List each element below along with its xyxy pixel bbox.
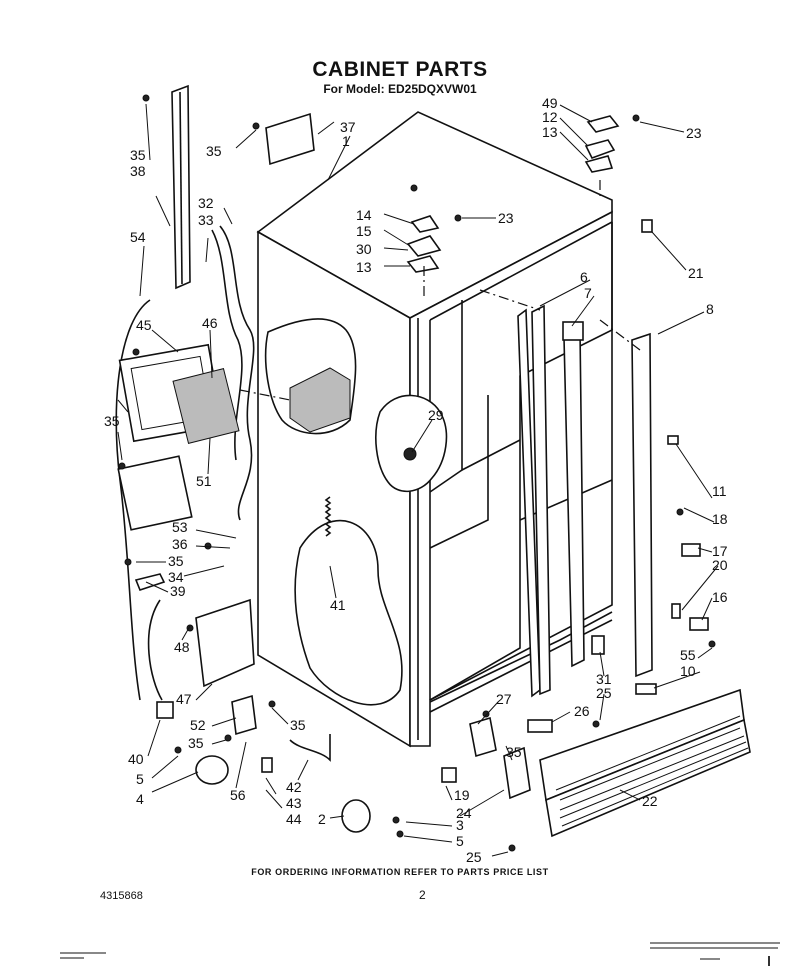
ordering-note: FOR ORDERING INFORMATION REFER TO PARTS … — [251, 867, 549, 877]
callout-17: 17 — [712, 543, 728, 559]
callout-38: 38 — [130, 163, 146, 179]
callout-27: 27 — [496, 691, 512, 707]
callout-22: 22 — [642, 793, 658, 809]
callout-29: 29 — [428, 407, 444, 423]
callout-34: 34 — [168, 569, 184, 585]
callout-11: 11 — [712, 483, 727, 499]
wiring-and-heaters — [115, 225, 255, 719]
callout-32: 32 — [198, 195, 214, 211]
fine-print-right — [650, 942, 780, 966]
callout-4: 4 — [136, 791, 144, 807]
callout-labels: 49 12 13 23 37 1 35 35 38 32 33 14 15 30… — [104, 95, 728, 865]
page-number: 2 — [419, 888, 426, 902]
lower-components — [195, 635, 751, 838]
callout-35: 35 — [104, 413, 120, 429]
hinge-parts — [265, 112, 620, 273]
callout-35: 35 — [506, 744, 522, 760]
model-subtitle: For Model: ED25DQXVW01 — [323, 82, 477, 96]
trim-strips — [171, 84, 653, 698]
callout-31: 31 — [596, 671, 612, 687]
callout-46: 46 — [202, 315, 218, 331]
callout-13: 13 — [542, 124, 558, 140]
callout-25: 25 — [596, 685, 612, 701]
callout-24: 24 — [456, 805, 472, 821]
callout-39: 39 — [170, 583, 186, 599]
cabinet-body — [256, 111, 613, 748]
hardware — [118, 94, 716, 852]
callout-35: 35 — [130, 147, 146, 163]
callout-35: 35 — [206, 143, 222, 159]
callout-41: 41 — [330, 597, 346, 613]
callout-42: 42 — [286, 779, 302, 795]
callout-5: 5 — [136, 771, 144, 787]
callout-8: 8 — [706, 301, 714, 317]
callout-43: 43 — [286, 795, 302, 811]
callout-12: 12 — [542, 109, 558, 125]
document-number: 4315868 — [100, 890, 143, 902]
callout-44: 44 — [286, 811, 302, 827]
callout-23: 23 — [498, 210, 514, 226]
callout-48: 48 — [174, 639, 190, 655]
callout-40: 40 — [128, 751, 144, 767]
callout-35: 35 — [188, 735, 204, 751]
callout-16: 16 — [712, 589, 728, 605]
callout-37: 37 — [340, 119, 356, 135]
callout-13: 13 — [356, 259, 372, 275]
callout-21: 21 — [688, 265, 704, 281]
callout-36: 36 — [172, 536, 188, 552]
callout-15: 15 — [356, 223, 372, 239]
callout-10: 10 — [680, 663, 696, 679]
callout-5: 5 — [456, 833, 464, 849]
callout-52: 52 — [190, 717, 206, 733]
callout-49: 49 — [542, 95, 558, 111]
callout-35: 35 — [168, 553, 184, 569]
callout-56: 56 — [230, 787, 246, 803]
callout-20: 20 — [712, 557, 728, 573]
callout-7: 7 — [584, 285, 592, 301]
callout-54: 54 — [130, 229, 146, 245]
callout-26: 26 — [574, 703, 590, 719]
alignment-lines — [239, 180, 641, 401]
callout-23: 23 — [686, 125, 702, 141]
callout-2: 2 — [318, 811, 326, 827]
callout-14: 14 — [356, 207, 372, 223]
callout-53: 53 — [172, 519, 188, 535]
callout-1: 1 — [342, 133, 350, 149]
callout-25: 25 — [466, 849, 482, 865]
leader-lines — [117, 103, 719, 857]
callout-6: 6 — [580, 269, 588, 285]
callout-3: 3 — [456, 817, 464, 833]
callout-45: 45 — [136, 317, 152, 333]
callout-30: 30 — [356, 241, 372, 257]
callout-47: 47 — [176, 691, 192, 707]
page-title: CABINET PARTS — [312, 58, 488, 81]
callout-51: 51 — [196, 473, 212, 489]
callout-55: 55 — [680, 647, 696, 663]
callout-18: 18 — [712, 511, 728, 527]
callout-35: 35 — [290, 717, 306, 733]
callout-19: 19 — [454, 787, 470, 803]
fine-print-left — [60, 952, 106, 959]
callout-33: 33 — [198, 212, 214, 228]
